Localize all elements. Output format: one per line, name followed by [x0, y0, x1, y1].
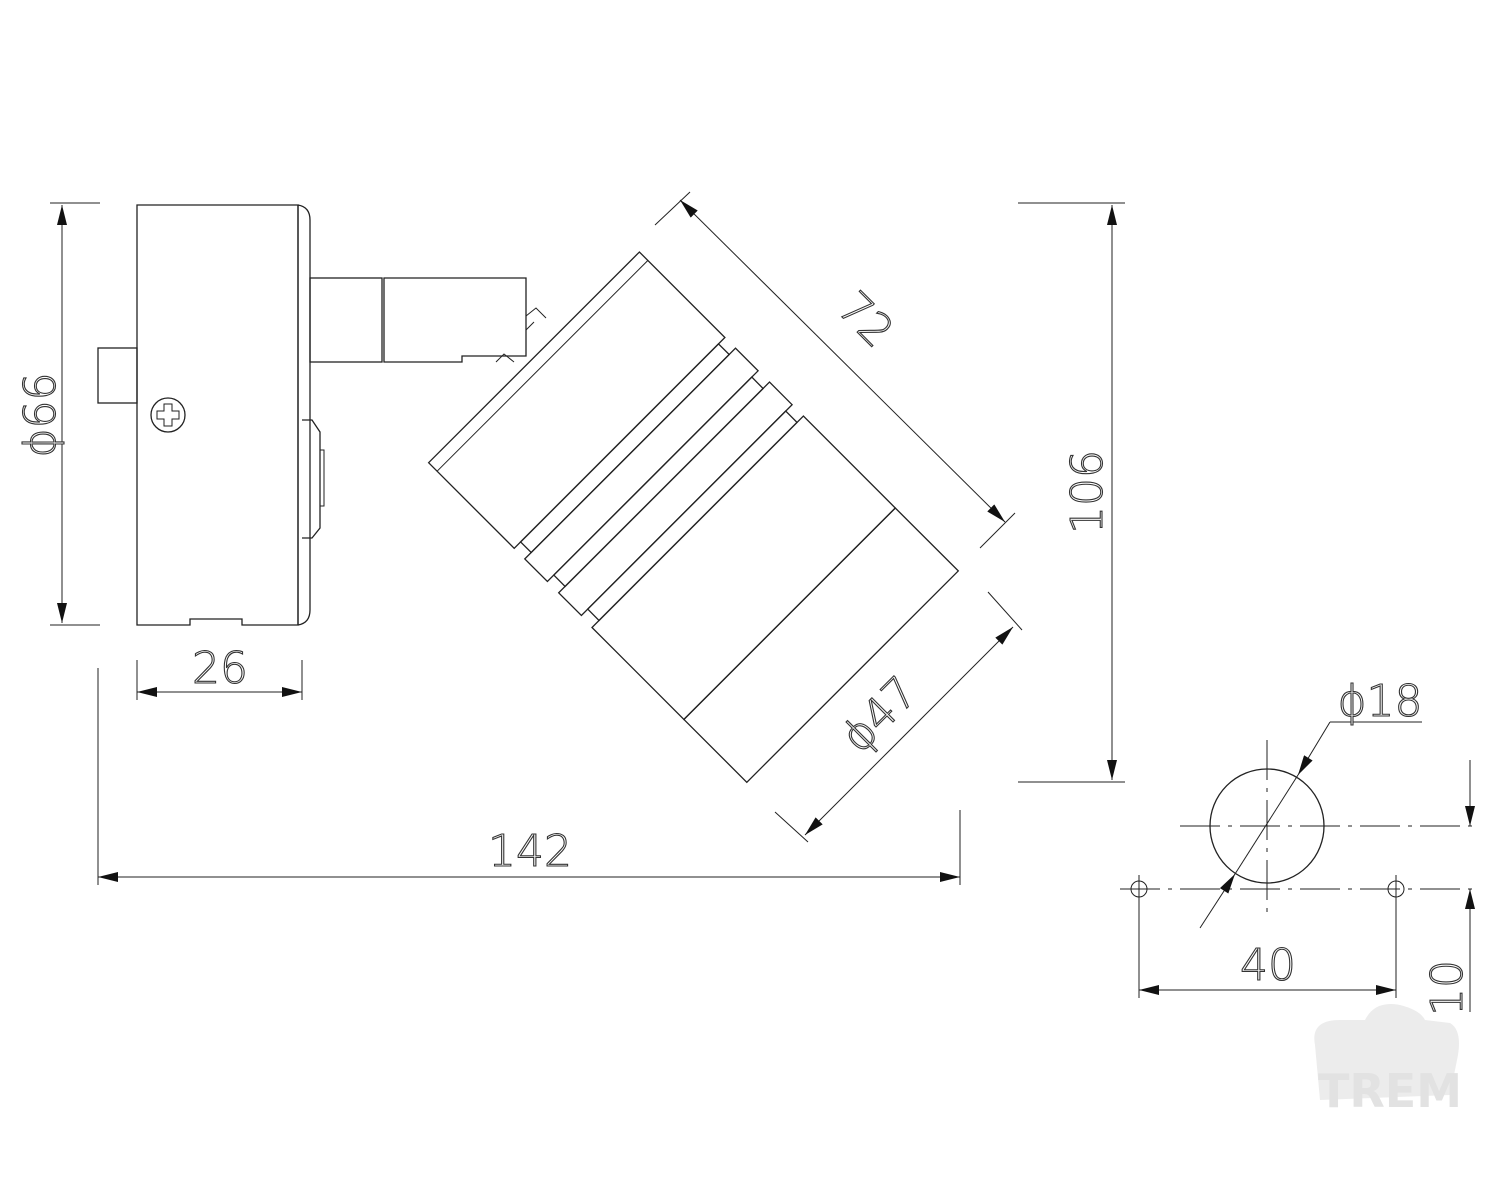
head-lens-ring [682, 507, 960, 784]
mounting-detail: 40 ϕ18 10 [1120, 675, 1478, 1017]
screw-icon [150, 397, 186, 433]
head-ring [552, 376, 765, 588]
dimension-base-diameter: ϕ66 [14, 202, 100, 626]
head-fin [557, 381, 794, 617]
dim-label-head-diameter: ϕ47 [832, 667, 928, 763]
head-back-cap [427, 251, 726, 550]
dimension-total-width: 142 [97, 668, 961, 885]
dim-label-total-height: 106 [1062, 450, 1113, 534]
dimension-head-length: 72 [654, 191, 1016, 549]
watermark-logo: TREM [1314, 1004, 1462, 1118]
dimension-total-height: 106 [1018, 202, 1125, 783]
dim-label-base-diameter: ϕ66 [15, 372, 66, 457]
arm [309, 277, 547, 363]
dimension-base-depth: 26 [136, 642, 303, 700]
mount-button [97, 347, 138, 404]
dim-label-base-depth: 26 [192, 643, 248, 694]
dim-label-hole-offset: 10 [1422, 960, 1473, 1016]
wall-base [97, 204, 325, 626]
dim-label-hole-spacing: 40 [1240, 940, 1296, 991]
head-cap-edge [436, 260, 649, 472]
dim-label-total-width: 142 [488, 826, 572, 877]
head-fin [523, 347, 760, 583]
head-body [591, 415, 897, 721]
watermark-text: TREM [1318, 1064, 1462, 1118]
dim-label-head-length: 72 [827, 282, 903, 358]
dim-label-hole-diameter: ϕ18 [1337, 676, 1422, 727]
switch [302, 419, 325, 539]
